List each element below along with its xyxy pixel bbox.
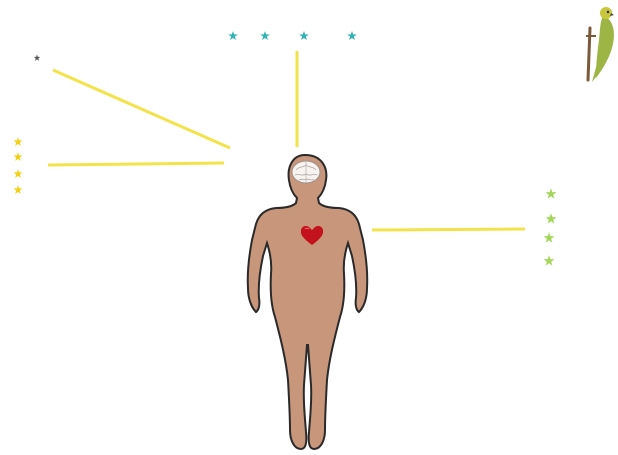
connector-lines — [48, 51, 525, 230]
connector-line-left — [48, 163, 224, 165]
star-icon — [13, 169, 22, 178]
star-icon — [544, 232, 555, 242]
parrot-icon — [586, 7, 614, 82]
star-icon — [13, 152, 22, 161]
star-icon — [228, 31, 238, 40]
star-icon — [260, 31, 270, 40]
star-group-left — [13, 137, 22, 194]
star-icon — [544, 255, 555, 265]
star-icon — [13, 137, 22, 146]
star-group-top — [228, 31, 357, 40]
brain-icon — [292, 161, 320, 183]
star-group-corner — [34, 55, 41, 61]
connector-line-right — [372, 229, 525, 230]
star-icon — [546, 213, 557, 223]
star-icon — [347, 31, 357, 40]
human-body-icon — [248, 155, 368, 449]
star-icon — [13, 185, 22, 194]
star-group-right — [544, 188, 557, 265]
star-icon — [34, 55, 41, 61]
star-icon — [299, 31, 309, 40]
connector-line-corner — [53, 70, 230, 148]
star-icon — [546, 188, 557, 198]
